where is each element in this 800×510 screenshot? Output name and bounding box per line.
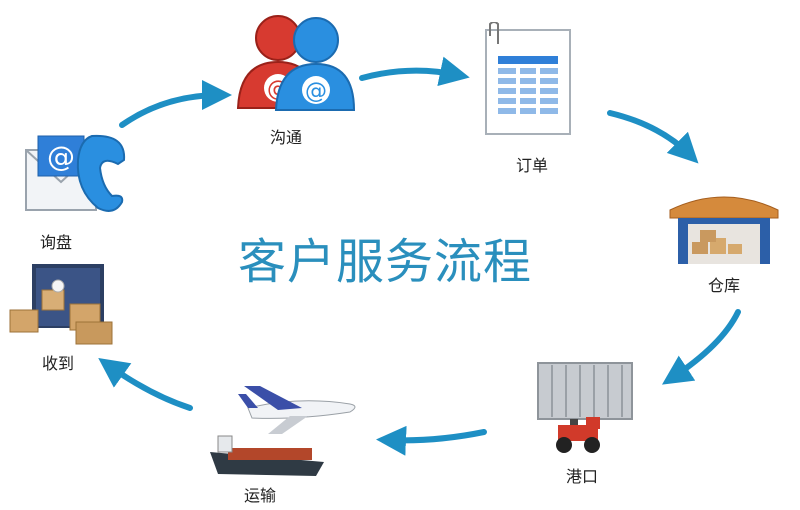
email-phone-icon: @ — [25, 134, 126, 212]
spreadsheet-icon — [485, 22, 571, 135]
step-label-transport: 运输 — [244, 486, 277, 505]
arrow-port-to-transport — [376, 425, 487, 456]
plane-ship-icon — [210, 386, 356, 476]
diagram-title: 客户服务流程 — [237, 234, 532, 290]
arrow-communicate-to-order — [359, 56, 470, 87]
step-label-port: 港口 — [566, 467, 599, 486]
contacts-icon: @ @ — [236, 15, 356, 111]
arrow-order-to-warehouse — [607, 110, 699, 164]
container-loader-icon — [537, 362, 633, 453]
step-label-inquiry: 询盘 — [40, 233, 73, 252]
arrow-transport-to-received — [98, 358, 193, 411]
step-label-received: 收到 — [42, 354, 75, 373]
arrow-inquiry-to-communicate — [119, 80, 232, 128]
svg-text:@: @ — [305, 79, 327, 104]
warehouse-icon — [669, 196, 779, 264]
step-label-warehouse: 仓库 — [708, 276, 741, 295]
arrow-warehouse-to-port — [661, 309, 741, 385]
step-label-order: 订单 — [516, 156, 549, 175]
boxes-icon — [9, 264, 113, 345]
svg-text:@: @ — [47, 140, 75, 173]
step-label-communicate: 沟通 — [270, 128, 303, 147]
